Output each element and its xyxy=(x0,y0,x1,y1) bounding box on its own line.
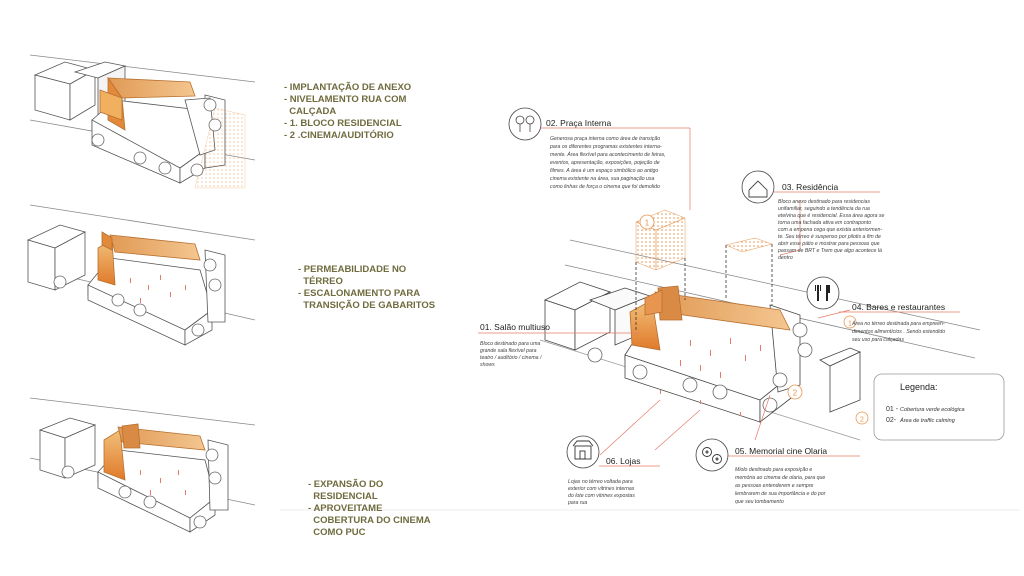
callout-lojas: 06. Lojas Lojas no térreo voltada para e… xyxy=(567,436,660,506)
callout-body-line: para os diferentes programas existentes … xyxy=(549,144,662,150)
callout-body-line: cinema existente na área, sua paginação … xyxy=(550,176,655,182)
step-2-line: - PERMEABILIDADE NO xyxy=(298,264,406,275)
cutlery-icon xyxy=(807,277,839,309)
callout-body-line: grande sala flexível para xyxy=(480,348,537,354)
callout-body-line: mente. Área flexível para acontecimento … xyxy=(550,151,666,158)
callout-body-line: Miolo destinado para exposição e xyxy=(735,467,812,473)
step-1-line: CALÇADA xyxy=(284,106,336,117)
callout-body-line: torna uma fachada ativa em contraponto xyxy=(778,220,871,226)
marker-label: 2 xyxy=(793,389,798,398)
marker-label: 2 xyxy=(860,417,864,424)
callout-body-line: como linhas de força o cinema que foi de… xyxy=(550,184,660,190)
step-3-line: COMO PUC xyxy=(308,527,366,538)
callout-title: 02. Praça Interna xyxy=(546,118,611,128)
callout-title: 06. Lojas xyxy=(606,456,641,466)
callout-title: 05. Memorial cine Olaria xyxy=(735,446,827,456)
legend: Legenda: 01 - Cobertura verde ecológica … xyxy=(874,374,1004,440)
step-1-line: - 2 .CINEMA/AUDITÓRIO xyxy=(284,129,394,141)
callout-body-line: dimentos alimentícios . Sendo estendido xyxy=(852,329,945,335)
legend-title: Legenda: xyxy=(900,382,938,392)
callout-title: 04. Bares e restaurantes xyxy=(852,302,945,312)
step-3-notes: - EXPANSÃO DO RESIDENCIAL - APROVEITAME … xyxy=(308,479,431,538)
step-1-line: - 1. BLOCO RESIDENCIAL xyxy=(284,118,402,129)
step-3-line: - APROVEITAME xyxy=(308,503,382,514)
massing-diagram-3 xyxy=(30,398,255,532)
callout-body-line: lembrarem de sua importância e do por xyxy=(735,491,826,497)
callout-bares: 04. Bares e restaurantes Área no térreo … xyxy=(807,277,960,343)
legend-item: 02- Área de traffic calming xyxy=(886,417,956,424)
callout-body-line: Área no térreo destinada para empreen- xyxy=(851,320,945,327)
marker: 1 xyxy=(640,215,654,229)
callout-body-line: Bloco anexo destinado para residencias xyxy=(778,199,870,205)
step-3-line: COBERTURA DO CINEMA xyxy=(308,515,431,526)
step-1-line: - IMPLANTAÇÃO DE ANEXO xyxy=(284,82,411,93)
step-2-line: TRANSIÇÃO DE GABARITOS xyxy=(298,300,435,311)
callout-title: 03. Residência xyxy=(782,182,839,192)
house-icon xyxy=(742,171,774,203)
callout-residencia: 03. Residência Bloco anexo destinado par… xyxy=(742,171,885,261)
trees-icon xyxy=(509,108,541,140)
callout-praca-interna: 02. Praça Interna Generosa praça interna… xyxy=(509,108,690,190)
callout-salao-multiuso: 01. Salão multiuso Bloco destinado para … xyxy=(478,322,550,368)
callout-body-line: Generosa praça interna como área de tran… xyxy=(550,136,660,142)
callout-body-line: Lojas no térreo voltada para xyxy=(568,479,633,485)
step-1-line: - NIVELAMENTO RUA COM xyxy=(284,94,407,105)
callout-memorial: 05. Memorial cine Olaria Miolo destinado… xyxy=(696,439,860,505)
callout-body-line: com a empena cega que existia anteriorme… xyxy=(778,227,882,233)
step-2-line: - ESCALONAMENTO PARA xyxy=(298,288,420,299)
callout-body-line: as pessoas entenderem e sempre xyxy=(735,483,814,489)
marker: 2 xyxy=(856,412,868,424)
callout-body-line: eventos, apresentação, exposições, pojeç… xyxy=(550,160,660,166)
callout-title: 01. Salão multiuso xyxy=(480,322,550,332)
callout-body-line: dentro xyxy=(778,255,793,261)
step-1-notes: - IMPLANTAÇÃO DE ANEXO - NIVELAMENTO RUA… xyxy=(284,82,411,141)
massing-diagram-1 xyxy=(30,55,255,188)
callout-body-line: Bloco destinado para uma xyxy=(480,341,540,347)
callout-body-line: do lote com vitrines expostas xyxy=(568,493,635,499)
callout-body-line: que seu tombamento xyxy=(735,499,784,505)
step-2-line: TÉRREO xyxy=(298,276,343,287)
callout-body-line: abrir esse pátio e mostrar para pessoas … xyxy=(778,241,880,247)
callout-body-line: exterior com vitrines internas xyxy=(568,486,635,492)
callout-body-line: memória ao cinema de olaria, para que xyxy=(735,475,825,481)
callout-body-line: filmes. A área é um espaço simbólico ao … xyxy=(550,168,658,174)
step-3-line: - EXPANSÃO DO xyxy=(308,479,383,490)
callout-body-line: passam de BRT e Trem que algo acontece l… xyxy=(777,248,882,254)
film-reel-icon xyxy=(696,439,728,471)
marker: 2 xyxy=(788,385,802,399)
callout-body-line: unifamiliar, seguindo a tendência da rua xyxy=(778,206,870,212)
callout-body-line: etelvina que é residencial. Essa área ag… xyxy=(778,213,885,219)
callout-body-line: para rua xyxy=(567,500,587,506)
legend-item: 01 - Cobertura verde ecológica xyxy=(886,406,965,413)
callout-body-line: teatro / auditório / cinema / xyxy=(480,355,542,361)
callout-body-line: shows xyxy=(480,362,495,368)
callout-body-line: te. Seu térreo é suspenso por pilotis a … xyxy=(778,234,881,240)
step-2-notes: - PERMEABILIDADE NO TÉRREO - ESCALONAMEN… xyxy=(298,264,435,311)
massing-diagram-2 xyxy=(28,205,255,345)
marker-label: 1 xyxy=(645,219,650,228)
step-3-line: RESIDENCIAL xyxy=(308,491,378,502)
callout-body-line: seu uso para calçadas xyxy=(852,337,904,343)
